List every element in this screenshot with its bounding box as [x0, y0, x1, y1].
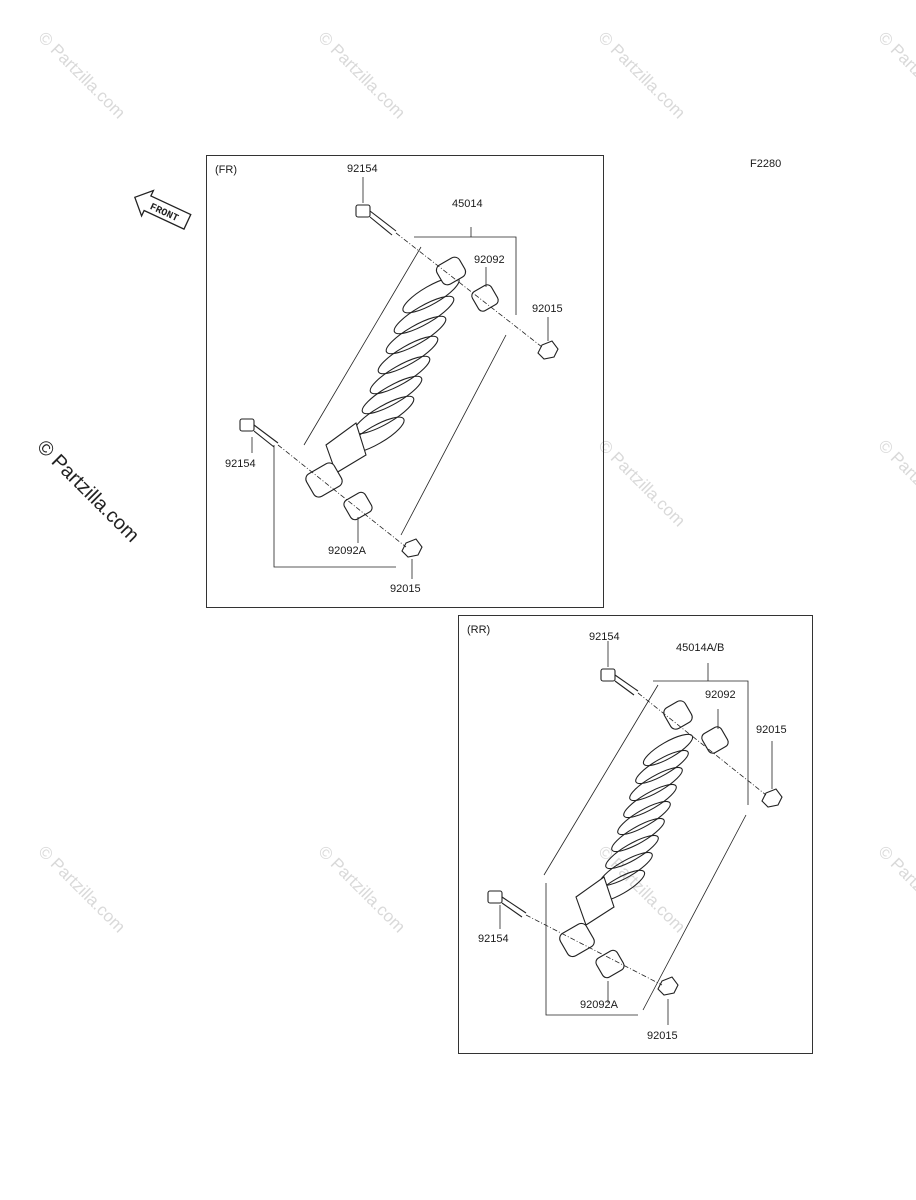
callout-rear-bottom-nut: 92015 — [647, 1030, 678, 1042]
callout-front-assembly: 45014 — [452, 198, 483, 210]
front-arrow-icon: FRONT — [133, 189, 192, 230]
callout-rear-top-bushing: 92092 — [705, 689, 736, 701]
front-shock-diagram — [239, 177, 559, 579]
callout-front-top-bolt: 92154 — [347, 163, 378, 175]
watermark: © Partzilla.com — [32, 436, 144, 547]
watermark: © Partzilla.com — [874, 28, 916, 123]
watermark: © Partzilla.com — [34, 28, 130, 123]
callout-front-top-bushing: 92092 — [474, 254, 505, 266]
panel-label: (RR) — [467, 624, 491, 636]
callout-rear-bottom-bushing: 92092A — [580, 999, 618, 1011]
callout-front-bottom-bolt: 92154 — [225, 458, 256, 470]
callout-rear-top-nut: 92015 — [756, 724, 787, 736]
panel-label: (FR) — [215, 164, 237, 176]
watermark: © Partzilla.com — [314, 28, 410, 123]
callout-front-top-nut: 92015 — [532, 303, 563, 315]
watermark: © Partzilla.com — [874, 842, 916, 937]
watermark: © Partzilla.com — [314, 842, 410, 937]
figure-code: F2280 — [750, 158, 782, 170]
front-shock-panel: (FR) — [206, 155, 604, 608]
callout-rear-top-bolt: 92154 — [589, 631, 620, 643]
watermark: © Partzilla.com — [594, 28, 690, 123]
watermark: © Partzilla.com — [594, 436, 690, 531]
watermark: © Partzilla.com — [874, 436, 916, 531]
rear-shock-diagram — [487, 641, 783, 1025]
callout-front-bottom-nut: 92015 — [390, 583, 421, 595]
callout-rear-bottom-bolt: 92154 — [478, 933, 509, 945]
callout-front-bottom-bushing: 92092A — [328, 545, 366, 557]
watermark: © Partzilla.com — [34, 842, 130, 937]
rear-shock-panel: (RR) — [458, 615, 813, 1054]
callout-rear-assembly: 45014A/B — [676, 642, 725, 654]
